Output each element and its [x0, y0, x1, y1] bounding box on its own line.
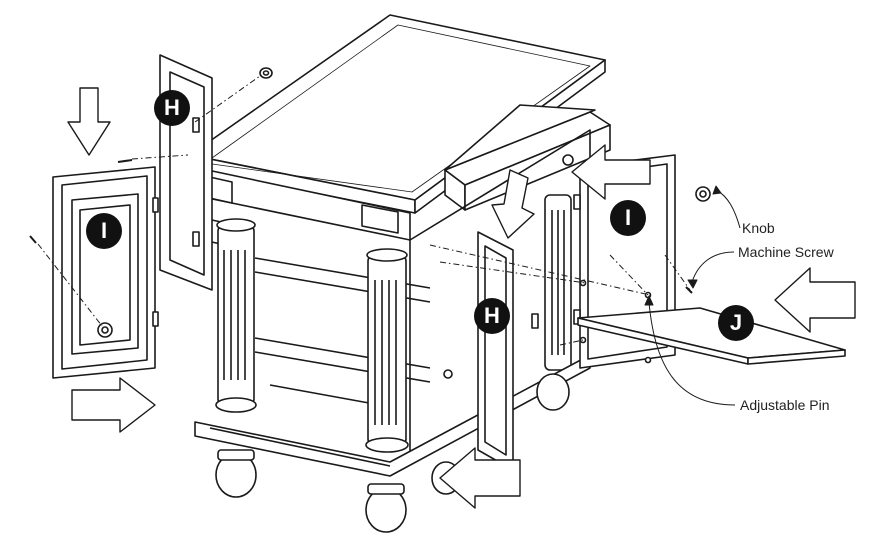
adjustable-pin-label: Adjustable Pin: [740, 397, 830, 413]
arrow-left-icon: [571, 144, 651, 200]
door-i-left: [52, 166, 159, 379]
column-right: [544, 194, 572, 371]
arrow-right-icon: [71, 377, 156, 433]
column-left-front: [215, 218, 257, 413]
machine-screw-label: Machine Screw: [738, 244, 834, 260]
bun-feet: [215, 373, 570, 533]
part-badge-i-left: I: [86, 213, 122, 249]
direction-arrows: [67, 87, 856, 509]
arrow-down-icon: [491, 169, 535, 239]
assembly-guide-lines: [37, 75, 691, 346]
knob-label: Knob: [742, 220, 775, 236]
door-h-center: [477, 231, 539, 471]
callout-leaders: [644, 185, 741, 406]
shelf-j: [577, 307, 846, 365]
part-badge-i-right: I: [610, 200, 646, 236]
column-center-front: [365, 248, 409, 453]
arrow-left-icon: [774, 267, 856, 333]
arrow-left-icon: [439, 447, 521, 509]
part-badge-j: J: [718, 305, 754, 341]
cabinet-base: [194, 354, 591, 477]
hardware: [29, 67, 711, 379]
drawer: [444, 104, 611, 211]
arrow-down-icon: [67, 87, 111, 156]
part-badge-h-left: H: [154, 90, 190, 126]
part-badge-h-center: H: [474, 298, 510, 334]
